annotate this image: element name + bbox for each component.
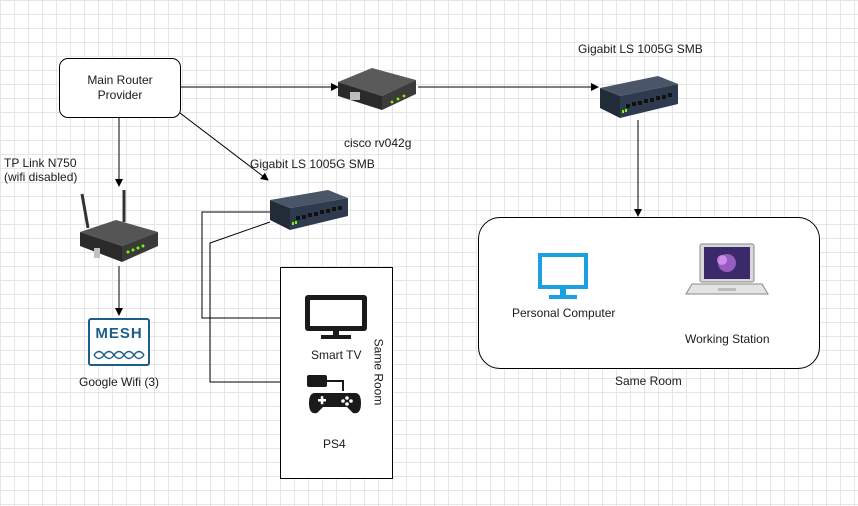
same-room-vertical-label: Same Room	[371, 338, 386, 406]
switch-top-icon[interactable]	[598, 74, 680, 120]
laptop-icon[interactable]	[684, 242, 770, 298]
working-station-label: Working Station	[685, 332, 770, 346]
router-icon[interactable]	[76, 188, 160, 268]
main-router-node[interactable]: Main Router Provider	[59, 58, 181, 118]
main-router-label: Main Router Provider	[87, 73, 153, 102]
gamepad-icon[interactable]	[305, 371, 365, 417]
mesh-label: MESH	[95, 325, 143, 342]
switch-mid-label: Gigabit LS 1005G SMB	[250, 157, 375, 171]
mesh-wave-icon	[93, 350, 145, 360]
cisco-label: cisco rv042g	[344, 136, 412, 150]
personal-computer-label: Personal Computer	[512, 306, 616, 320]
google-wifi-label: Google Wifi (3)	[79, 375, 160, 389]
edge-main-to-switch-mid	[179, 112, 269, 181]
same-room-group-label: Same Room	[615, 374, 682, 388]
edge-switch-mid-to-tv	[201, 211, 304, 322]
tv-icon[interactable]	[303, 293, 369, 341]
smart-tv-label: Smart TV	[311, 348, 362, 362]
ps4-label: PS4	[323, 437, 346, 451]
edge-switch-mid-to-ps4	[209, 221, 304, 386]
cisco-router-icon[interactable]	[336, 62, 418, 112]
mesh-icon[interactable]: MESH	[88, 318, 150, 366]
tp-link-label: TP Link N750 (wifi disabled)	[4, 156, 78, 184]
switch-top-label: Gigabit LS 1005G SMB	[578, 42, 703, 56]
switch-mid-icon[interactable]	[268, 188, 350, 232]
monitor-icon[interactable]	[537, 252, 589, 302]
